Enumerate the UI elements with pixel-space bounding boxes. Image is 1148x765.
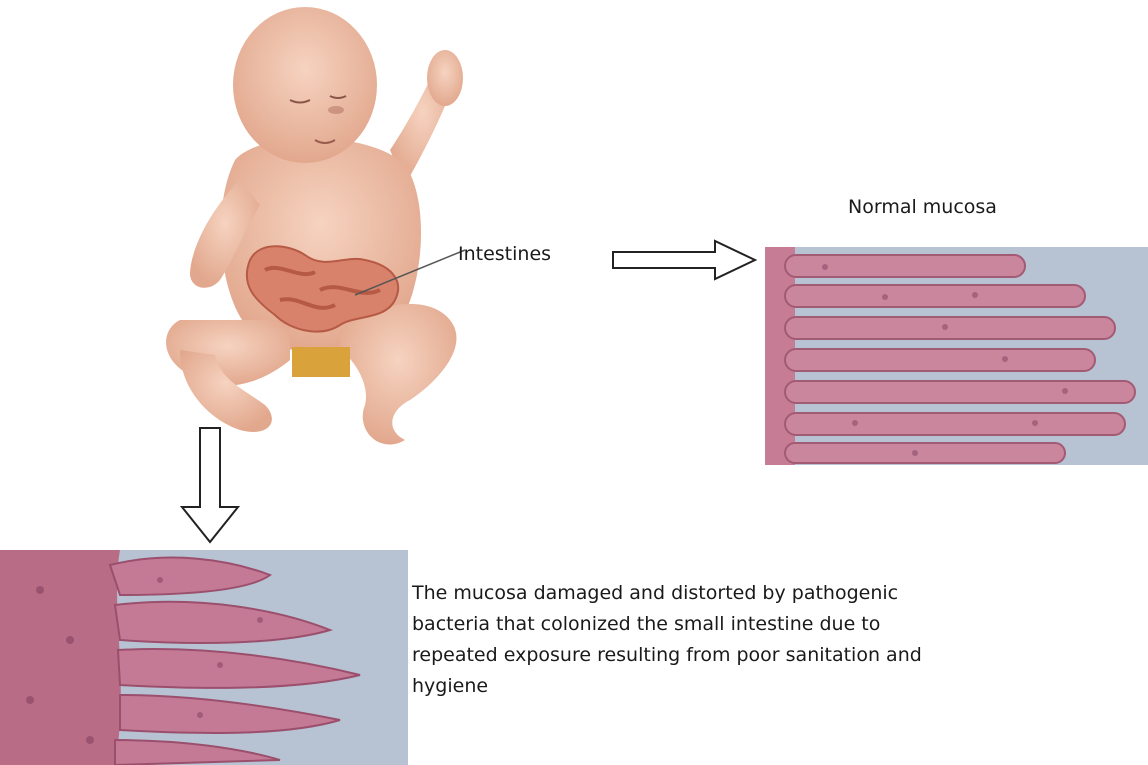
damaged-mucosa-micrograph xyxy=(0,550,408,765)
caption-line: The mucosa damaged and distorted by path… xyxy=(412,578,1132,609)
down-arrow-icon xyxy=(178,425,242,545)
caption-line: bacteria that colonized the small intest… xyxy=(412,609,1132,640)
normal-mucosa-label: Normal mucosa xyxy=(848,196,997,219)
caption-line: hygiene xyxy=(412,671,1132,702)
normal-mucosa-micrograph xyxy=(765,247,1148,465)
damaged-mucosa-caption: The mucosa damaged and distorted by path… xyxy=(412,578,1132,702)
infant-illustration xyxy=(140,0,520,470)
caption-line: repeated exposure resulting from poor sa… xyxy=(412,640,1132,671)
right-arrow-icon xyxy=(610,238,760,282)
intestines-label: Intestines xyxy=(458,243,551,266)
diaper-patch xyxy=(292,347,350,377)
intestines-leader-line xyxy=(300,240,470,300)
